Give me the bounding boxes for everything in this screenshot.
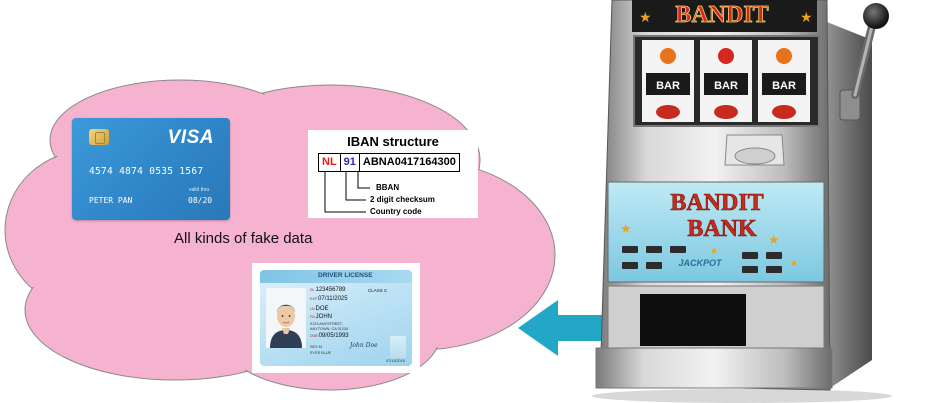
license-header-band <box>260 270 412 283</box>
cloud-caption: All kinds of fake data <box>174 230 313 247</box>
iban-country-code: NL <box>319 154 341 171</box>
license-exp: EXP07/11/2025 <box>310 296 348 302</box>
slot-machine: BANDIT ★ ★ BAR BAR BAR BANDIT BANK ★ ★ <box>592 0 892 403</box>
license-exp-value: 07/11/2025 <box>318 296 348 302</box>
visa-credit-card: VISA 4574 4874 0535 1567 valid thru PETE… <box>72 118 230 220</box>
svg-text:BAR: BAR <box>656 80 680 92</box>
valid-thru-label: valid thru <box>189 187 210 193</box>
svg-text:★: ★ <box>639 9 652 25</box>
license-signature: John Doe <box>350 342 378 349</box>
bank-sign-line-2: BANK <box>687 216 757 242</box>
card-number: 4574 4874 0535 1567 <box>89 166 204 177</box>
slot-reels: BAR BAR BAR <box>642 40 810 122</box>
license-photo <box>266 288 306 348</box>
license-address-2: ANYTOWN, CA 01234 <box>310 327 349 331</box>
license-sex: SEX M <box>310 345 322 349</box>
slot-top-sign: BANDIT <box>675 2 768 28</box>
svg-text:★: ★ <box>790 258 798 268</box>
iban-checksum: 91 <box>341 154 360 171</box>
iban-bban: ABNA0417164300 <box>362 156 456 168</box>
license-class: CLASS C <box>368 288 388 293</box>
license-dl-value: 123456789 <box>315 287 346 293</box>
iban-code: NL 91 ABNA0417164300 <box>318 153 460 172</box>
iban-label-country: Country code <box>370 207 422 216</box>
license-eyes: EYES BLUE <box>310 351 332 355</box>
license-first-name: FNJOHN <box>310 314 333 320</box>
svg-text:★: ★ <box>710 246 718 256</box>
card-expiry: 08/20 <box>188 196 213 205</box>
iban-connector-lines <box>324 171 370 213</box>
driver-license-card: DRIVER LICENSE DL123456789 CLASS C EXP07… <box>252 263 420 373</box>
license-ghost-photo <box>390 336 406 358</box>
bank-sign-line-1: BANDIT <box>670 190 763 216</box>
license-body: DRIVER LICENSE DL123456789 CLASS C EXP07… <box>260 270 412 366</box>
svg-text:BAR: BAR <box>772 80 796 92</box>
visa-logo: VISA <box>167 127 214 148</box>
svg-text:★: ★ <box>768 232 780 247</box>
iban-label-bban: BBAN <box>376 183 400 192</box>
slot-handle-knob <box>863 3 889 29</box>
svg-text:★: ★ <box>800 9 813 25</box>
card-holder: PETER PAN <box>89 196 133 205</box>
license-last-name-value: DOE <box>315 306 329 312</box>
license-dob: DOB09/05/1993 <box>310 333 349 339</box>
license-title: DRIVER LICENSE <box>318 272 373 279</box>
license-dl: DL123456789 <box>310 287 346 293</box>
svg-text:BAR: BAR <box>714 80 738 92</box>
iban-structure-diagram: IBAN structure NL 91 ABNA0417164300 BBAN… <box>308 130 478 218</box>
card-chip-icon <box>89 129 109 145</box>
iban-title: IBAN structure <box>347 134 439 149</box>
person-portrait-icon <box>266 288 306 348</box>
jackpot-text: JACKPOT <box>678 258 723 268</box>
svg-text:★: ★ <box>620 221 632 236</box>
license-last-name: LNDOE <box>310 306 329 312</box>
license-dob-value: 09/05/1993 <box>318 333 349 339</box>
iban-label-checksum: 2 digit checksum <box>370 195 435 204</box>
license-issue-date: 07/11/2015 <box>386 359 405 363</box>
license-address-1: 0123 ANYSTREET, <box>310 322 343 326</box>
license-first-name-value: JOHN <box>315 314 333 320</box>
